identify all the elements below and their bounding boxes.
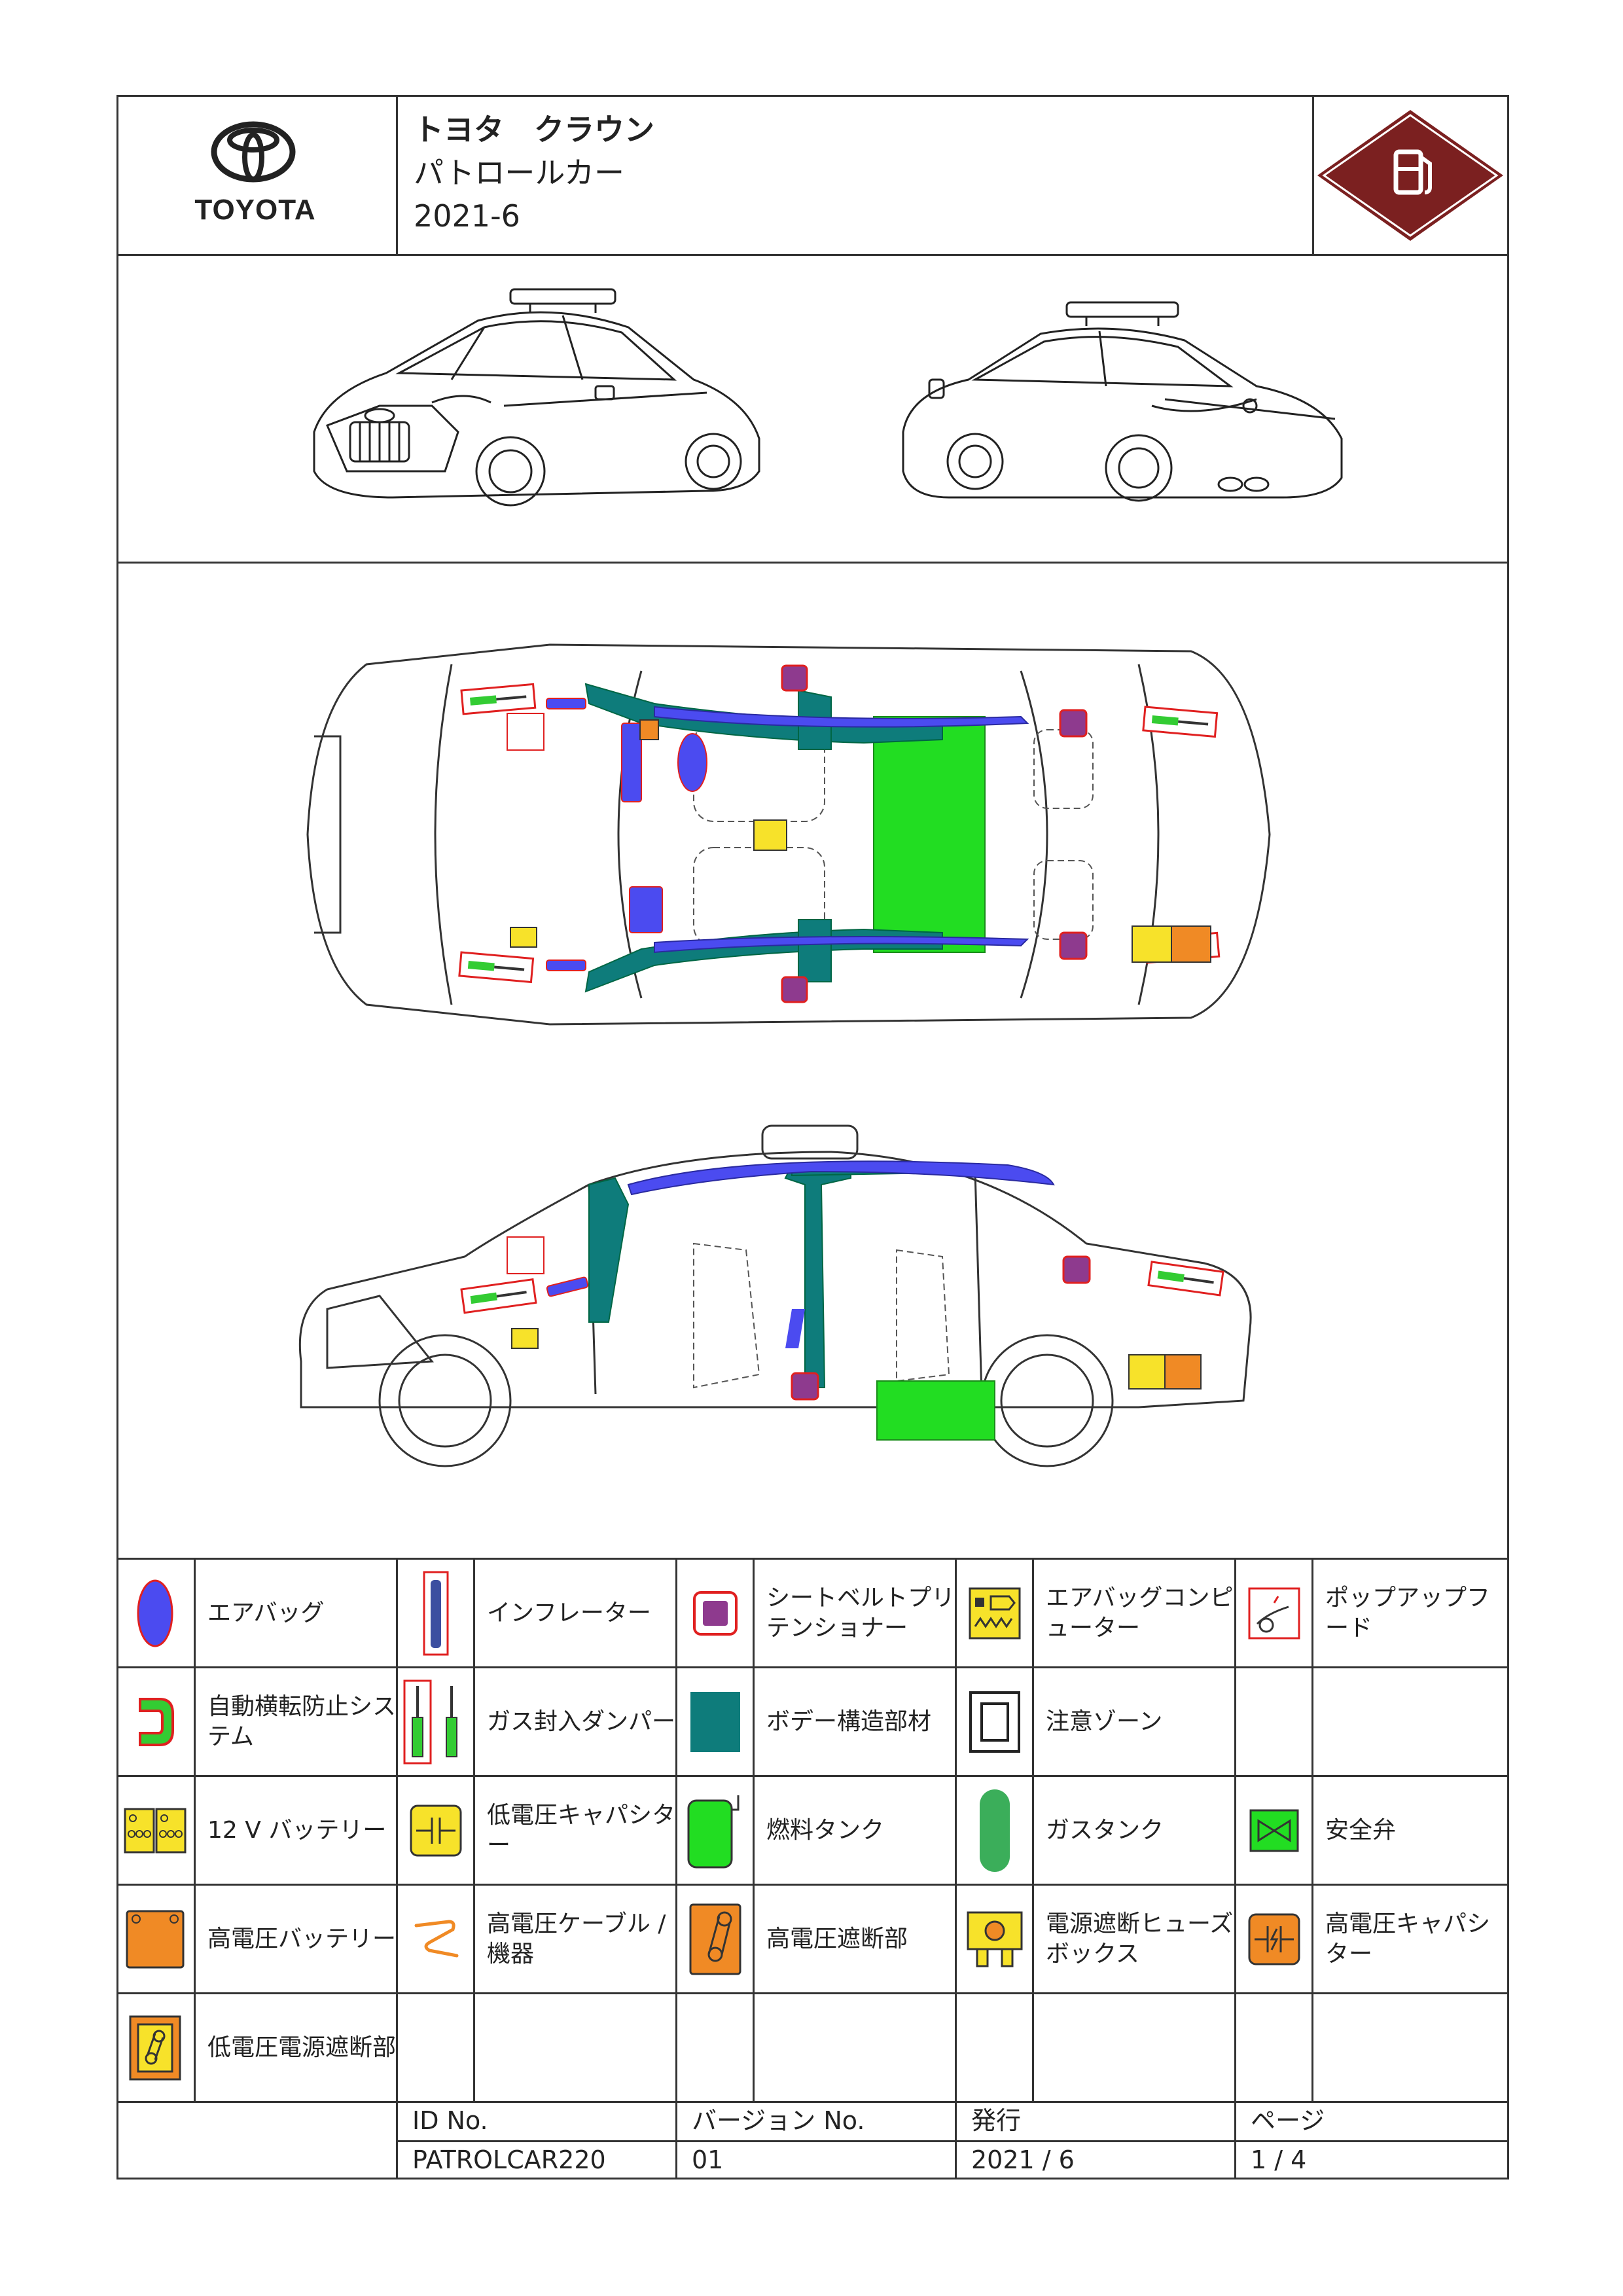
fuel-tank-icon (677, 1777, 753, 1884)
brand-wordmark: TOYOTA (194, 194, 316, 226)
legend-label-caution-zone: 注意ゾーン (1046, 1708, 1163, 1735)
legend-label-fuel-tank: 燃料タンク (766, 1816, 885, 1844)
vehicle-make-model: トヨタ クラウン (414, 112, 654, 147)
legend-label-body-reinforcement: ボデー構造部材 (766, 1708, 932, 1735)
legend-col-divider (1311, 1558, 1313, 2102)
high-voltage-capacitor-icon (1236, 1886, 1311, 1992)
high-voltage-disconnect-icon (677, 1886, 753, 1992)
header-divider (116, 254, 1509, 256)
seatbelt-pretensioner-icon (677, 1560, 753, 1666)
toyota-logo-icon (211, 121, 296, 183)
inflator-icon (398, 1560, 473, 1666)
legend-row-divider (116, 1884, 1509, 1886)
airbag-computer-icon (957, 1560, 1032, 1666)
vehicle-variant: パトロールカー (414, 155, 624, 190)
footer-page-label: ページ (1251, 2106, 1325, 2135)
legend-col-divider (473, 1558, 475, 2102)
legend-col-divider (1032, 1558, 1034, 2102)
front-three-quarter-car-illustration (313, 288, 760, 507)
legend-label-fuse-box: 電源遮断ヒューズボックス (1046, 1910, 1234, 1967)
low-voltage-capacitor-icon (398, 1777, 473, 1884)
legend-row-divider (116, 1992, 1509, 1994)
legend-label-high-voltage-cable: 高電圧ケーブル / 機器 (487, 1910, 666, 1967)
caution-zone-icon (957, 1668, 1032, 1775)
footer-issue-value: 2021 / 6 (971, 2145, 1075, 2174)
legend-col-divider (396, 1558, 398, 2179)
footer-version-label: バージョン No. (692, 2106, 865, 2135)
body-reinforcement-icon (677, 1668, 753, 1775)
fuse-box-icon (957, 1886, 1032, 1992)
footer-issue-label: 発行 (971, 2106, 1022, 2135)
legend-label-high-voltage-capacitor: 高電圧キャパシター (1325, 1910, 1491, 1967)
top-view-diagram (306, 643, 1271, 1026)
gas-tank-icon (957, 1777, 1032, 1884)
legend-label-popup-hood: ポップアップフード (1325, 1584, 1491, 1641)
page-frame (116, 95, 1509, 2179)
legend-label-12v-battery: 12 V バッテリー (207, 1816, 387, 1844)
high-voltage-battery-icon (116, 1886, 194, 1992)
footer-row-divider (396, 2140, 1509, 2142)
legend-label-rollover-protection: 自動横転防止システム (207, 1693, 397, 1750)
legend-label-low-voltage-disconnect: 低電圧電源遮断部 (207, 2034, 397, 2061)
safety-valve-icon (1236, 1777, 1311, 1884)
legend-label-airbag-computer: エアバッグコンピューター (1046, 1584, 1234, 1641)
rear-three-quarter-car-illustration (902, 301, 1343, 502)
legend-col-divider (1234, 1558, 1236, 2179)
header-col-divider (396, 95, 398, 255)
rollover-protection-icon (116, 1668, 194, 1775)
legend-label-gas-strut: ガス封入ダンパー (487, 1708, 676, 1735)
legend-label-safety-valve: 安全弁 (1325, 1816, 1397, 1844)
legend-label-high-voltage-battery: 高電圧バッテリー (207, 1925, 397, 1952)
popup-hood-icon (1236, 1560, 1311, 1666)
high-voltage-cable-icon (398, 1886, 473, 1992)
legend-row-divider (116, 1775, 1509, 1777)
side-view-diagram (298, 1124, 1252, 1467)
legend-col-divider (753, 1558, 755, 2102)
footer-version-value: 01 (692, 2145, 724, 2174)
legend-label-high-voltage-disconnect: 高電圧遮断部 (766, 1925, 908, 1952)
footer-id-label: ID No. (412, 2106, 488, 2135)
legend-label-airbag: エアバッグ (207, 1599, 325, 1626)
legend-label-gas-tank: ガスタンク (1046, 1816, 1164, 1844)
footer-id-value: PATROLCAR220 (412, 2145, 606, 2174)
legend-col-divider (194, 1558, 196, 2102)
header-col-divider (1312, 95, 1314, 255)
legend-label-seatbelt-pretensioner: シートベルトプリテンショナー (766, 1584, 955, 1641)
legend-row-divider (116, 1666, 1509, 1668)
legend-col-divider (675, 1558, 677, 2179)
vehicle-model-year: 2021-6 (414, 198, 520, 234)
footer-page-value: 1 / 4 (1251, 2145, 1307, 2174)
gas-strut-icon (398, 1668, 473, 1775)
legend-label-inflator: インフレーター (487, 1599, 651, 1626)
airbag-icon (116, 1560, 194, 1666)
fuel-pump-icon (1317, 110, 1503, 241)
legend-col-divider (955, 1558, 957, 2179)
low-voltage-disconnect-icon (116, 1994, 194, 2101)
legend-label-low-voltage-capacitor: 低電圧キャパシター (487, 1801, 676, 1859)
legend-bottom-border (116, 2101, 1509, 2103)
legend-top-border (116, 1558, 1509, 1560)
views-divider (116, 562, 1509, 564)
12v-battery-icon (116, 1777, 194, 1884)
